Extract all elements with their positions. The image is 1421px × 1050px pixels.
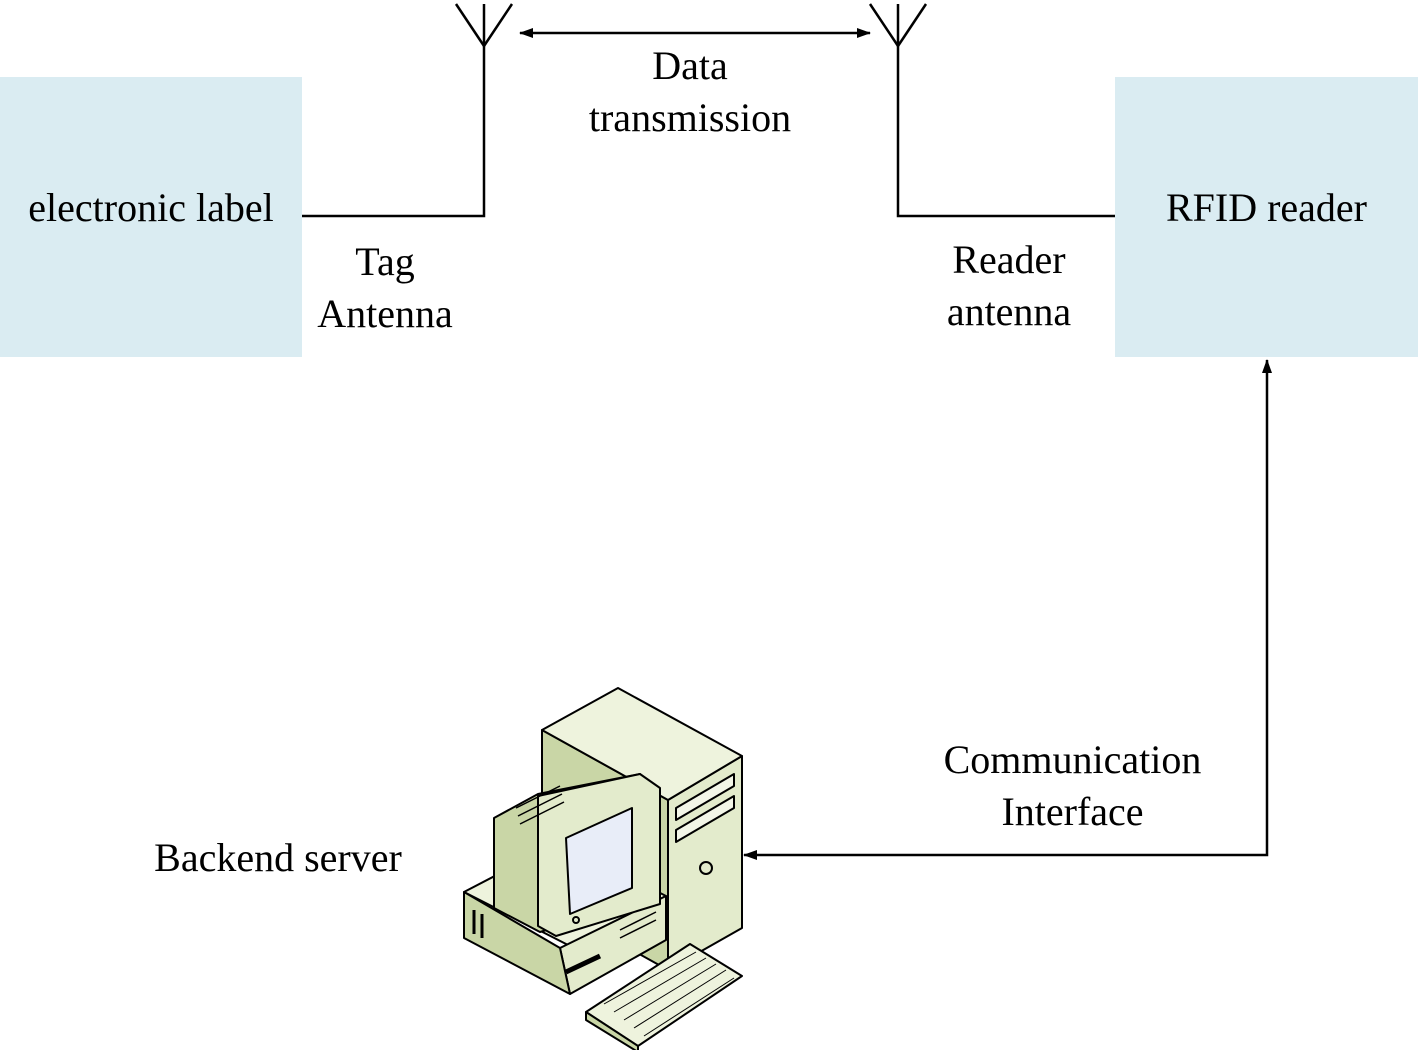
desktop-computer-icon [463, 687, 743, 1050]
reader-antenna-label: Reader antenna [946, 237, 1072, 334]
rfid-reader-node: RFID reader [1115, 77, 1418, 357]
communication-interface-label: Communication Interface [943, 737, 1202, 834]
tag-antenna-icon [302, 3, 514, 218]
desktop-case-side [463, 891, 571, 995]
reader-antenna-icon [868, 3, 1115, 218]
rfid-reader-text: RFID reader [1165, 184, 1368, 230]
communication-interface-connector [743, 359, 1272, 860]
backend-server-label: Backend server [154, 835, 402, 880]
electronic-label-text: electronic label [28, 184, 274, 230]
data-transmission-label: Data transmission [588, 43, 792, 140]
monitor-screen [565, 807, 633, 915]
electronic-label-node: electronic label [0, 77, 302, 357]
tag-antenna-label: Tag Antenna [317, 239, 453, 336]
